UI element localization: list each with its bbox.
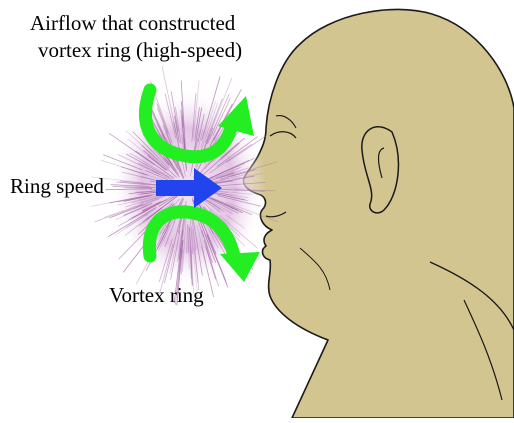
ring-fiber [189,240,190,269]
ring-speed-label: Ring speed [10,176,104,197]
ring-fiber [187,224,188,253]
airflow-label-line1: Airflow that constructed [30,13,235,34]
airflow-label-line2: vortex ring (high-speed) [38,40,242,61]
vortex-ring-label: Vortex ring [109,285,204,306]
